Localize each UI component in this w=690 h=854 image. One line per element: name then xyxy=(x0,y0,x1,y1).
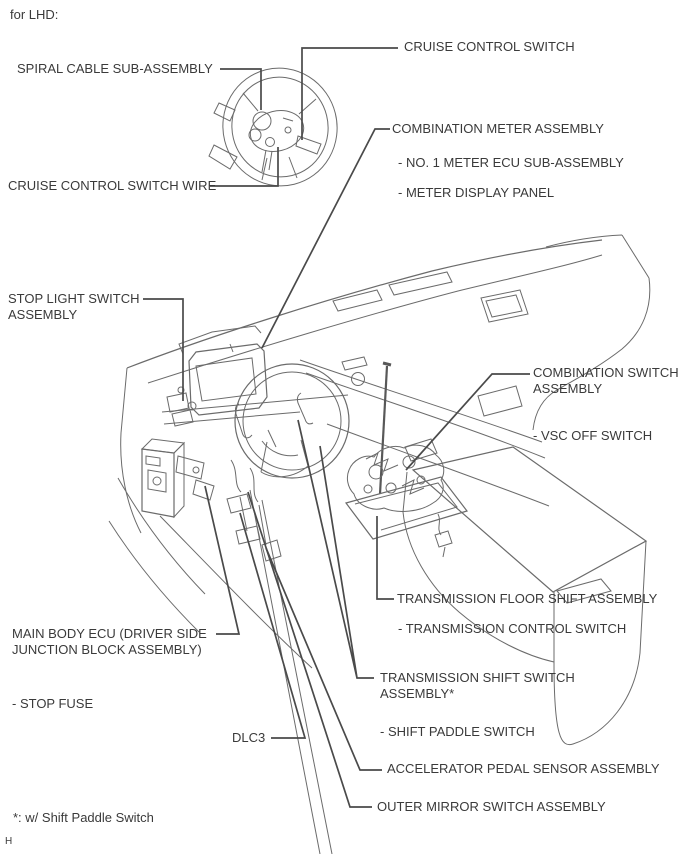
page-mark: H xyxy=(5,836,13,847)
leader-accelerator-pedal-sensor xyxy=(265,547,382,771)
callout-vsc-off-switch: - VSC OFF SWITCH xyxy=(533,428,653,443)
leader-spiral-cable xyxy=(220,68,262,110)
callout-transmission-control-switch: - TRANSMISSION CONTROL SWITCH xyxy=(398,621,627,636)
callout-stop-light-switch-line2: ASSEMBLY xyxy=(8,307,78,322)
callout-dlc3: DLC3 xyxy=(232,730,266,745)
callout-main-body-ecu-line2: JUNCTION BLOCK ASSEMBLY) xyxy=(12,642,202,657)
callout-transmission-floor-shift: TRANSMISSION FLOOR SHIFT ASSEMBLY xyxy=(397,591,658,606)
callout-main-body-ecu-line1: MAIN BODY ECU (DRIVER SIDE xyxy=(12,626,207,641)
callout-spiral-cable-sub-assembly: SPIRAL CABLE SUB-ASSEMBLY xyxy=(17,61,213,76)
leader-transmission-floor-shift xyxy=(376,516,394,600)
callout-leader-lines xyxy=(143,47,530,808)
callout-combination-switch-line1: COMBINATION SWITCH xyxy=(533,365,679,380)
callout-combination-meter-assembly: COMBINATION METER ASSEMBLY xyxy=(392,121,604,136)
callout-cruise-control-switch-wire: CRUISE CONTROL SWITCH WIRE xyxy=(8,178,217,193)
callout-stop-light-switch-line1: STOP LIGHT SWITCH xyxy=(8,291,140,306)
callout-transmission-shift-switch-line1: TRANSMISSION SHIFT SWITCH xyxy=(380,670,575,685)
callout-shift-paddle-switch: - SHIFT PADDLE SWITCH xyxy=(380,724,535,739)
callout-outer-mirror-switch: OUTER MIRROR SWITCH ASSEMBLY xyxy=(377,799,606,814)
callout-accelerator-pedal-sensor: ACCELERATOR PEDAL SENSOR ASSEMBLY xyxy=(387,761,660,776)
leader-cruise-control-switch-wire xyxy=(210,147,279,187)
leader-main-body-ecu xyxy=(204,485,241,635)
callout-meter-display-panel: - METER DISPLAY PANEL xyxy=(398,185,555,200)
callout-cruise-control-switch: CRUISE CONTROL SWITCH xyxy=(404,39,575,54)
callout-stop-fuse: - STOP FUSE xyxy=(12,696,94,711)
variant-note: for LHD: xyxy=(10,7,59,22)
callout-combination-switch-line2: ASSEMBLY xyxy=(533,381,603,396)
steering-wheel-detail-drawing xyxy=(208,67,338,187)
leader-dlc3 xyxy=(239,512,307,739)
leader-cruise-control-switch xyxy=(301,47,398,140)
callout-no1-meter-ecu-sub-assembly: - NO. 1 METER ECU SUB-ASSEMBLY xyxy=(398,155,624,170)
leader-transmission-shift-switch xyxy=(297,419,374,679)
leader-outer-mirror-switch xyxy=(247,491,372,808)
callout-transmission-shift-switch-line2: ASSEMBLY* xyxy=(380,686,455,701)
leader-combination-switch xyxy=(405,373,530,471)
footnote-shift-paddle: *: w/ Shift Paddle Switch xyxy=(13,810,154,825)
leader-combination-meter xyxy=(261,128,390,349)
leader-stop-light-switch xyxy=(143,298,184,401)
dashboard-perspective-drawing xyxy=(108,234,651,854)
